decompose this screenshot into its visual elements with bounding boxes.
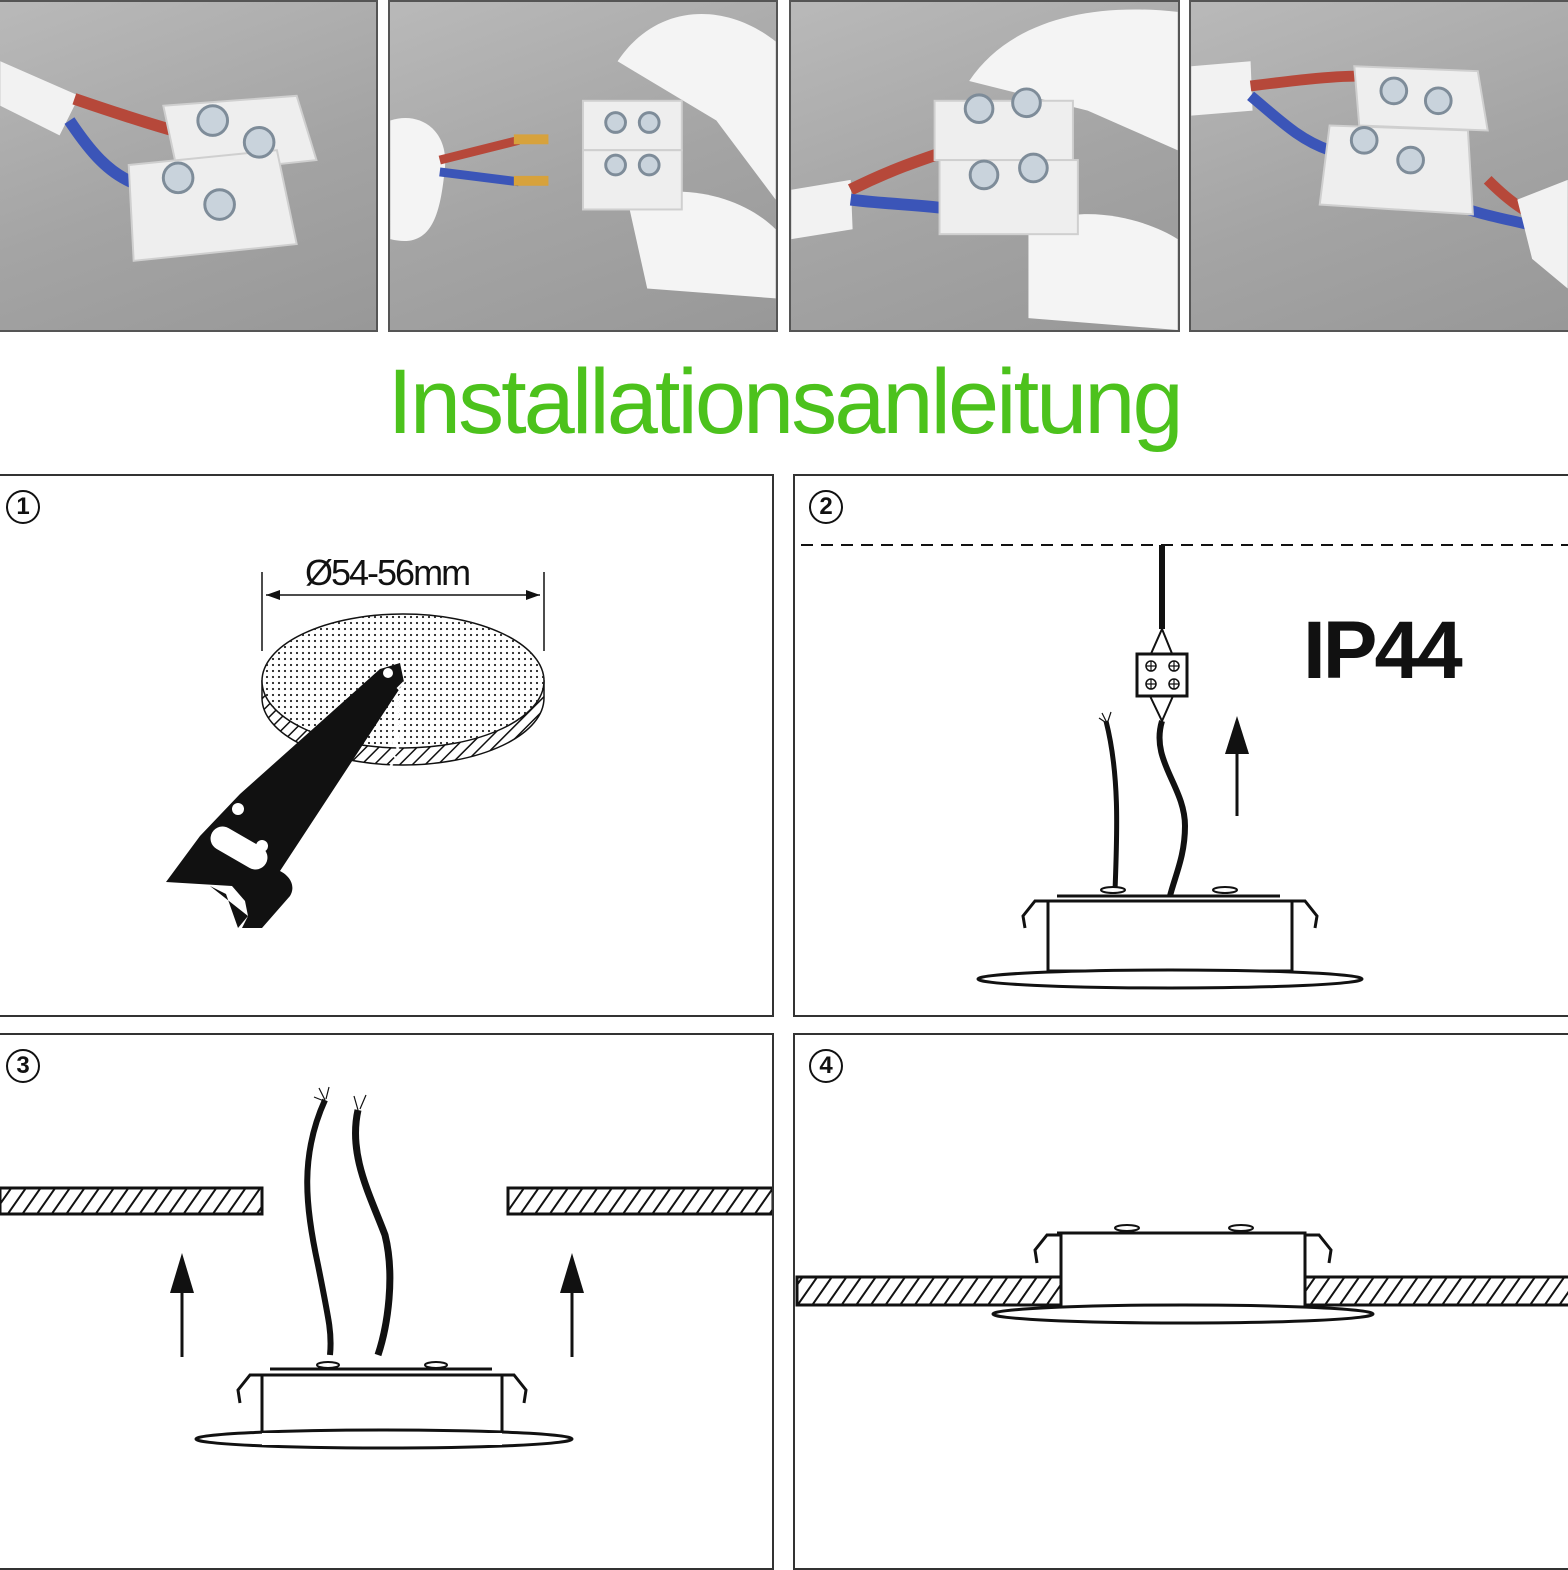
- terminal-block-photo-icon: [0, 61, 318, 262]
- step-number: 1: [6, 490, 40, 524]
- step-number: 4: [809, 1049, 843, 1083]
- hole-dimension-label: Ø54-56mm: [305, 552, 471, 593]
- photo-screw-wires: [789, 0, 1180, 332]
- step-number: 2: [809, 490, 843, 524]
- cut-hole-drawing: [166, 572, 545, 928]
- downlight-icon: [194, 1361, 574, 1450]
- terminal-block-photo-icon: [390, 13, 776, 299]
- step-number: 3: [6, 1049, 40, 1083]
- up-arrow-icon: [560, 1253, 584, 1293]
- downlight-icon: [976, 886, 1364, 990]
- up-arrow-icon: [170, 1253, 194, 1293]
- photo-connected-cable: [1189, 0, 1568, 332]
- page-title: Installationsanleitung: [387, 351, 1183, 453]
- step-1-panel: 1 Ø54-56mm: [0, 474, 774, 1017]
- terminal-block-photo-icon: [791, 9, 1178, 330]
- wire-connection-drawing: [801, 544, 1568, 990]
- ip-rating-label: IP44: [1303, 605, 1463, 696]
- step-3-panel: 3: [0, 1033, 774, 1570]
- insert-fixture-drawing: [0, 1086, 772, 1450]
- installed-fixture-drawing: [795, 1224, 1568, 1325]
- terminal-block-icon: [1135, 652, 1189, 698]
- step-2-panel: 2 IP44: [793, 474, 1568, 1017]
- terminal-block-photo-icon: [1191, 61, 1568, 289]
- saw-icon: [166, 663, 405, 928]
- photo-connector-with-cable: [0, 0, 378, 332]
- step-4-panel: 4: [793, 1033, 1568, 1570]
- photo-insert-wires: [388, 0, 778, 332]
- downlight-icon: [991, 1224, 1375, 1325]
